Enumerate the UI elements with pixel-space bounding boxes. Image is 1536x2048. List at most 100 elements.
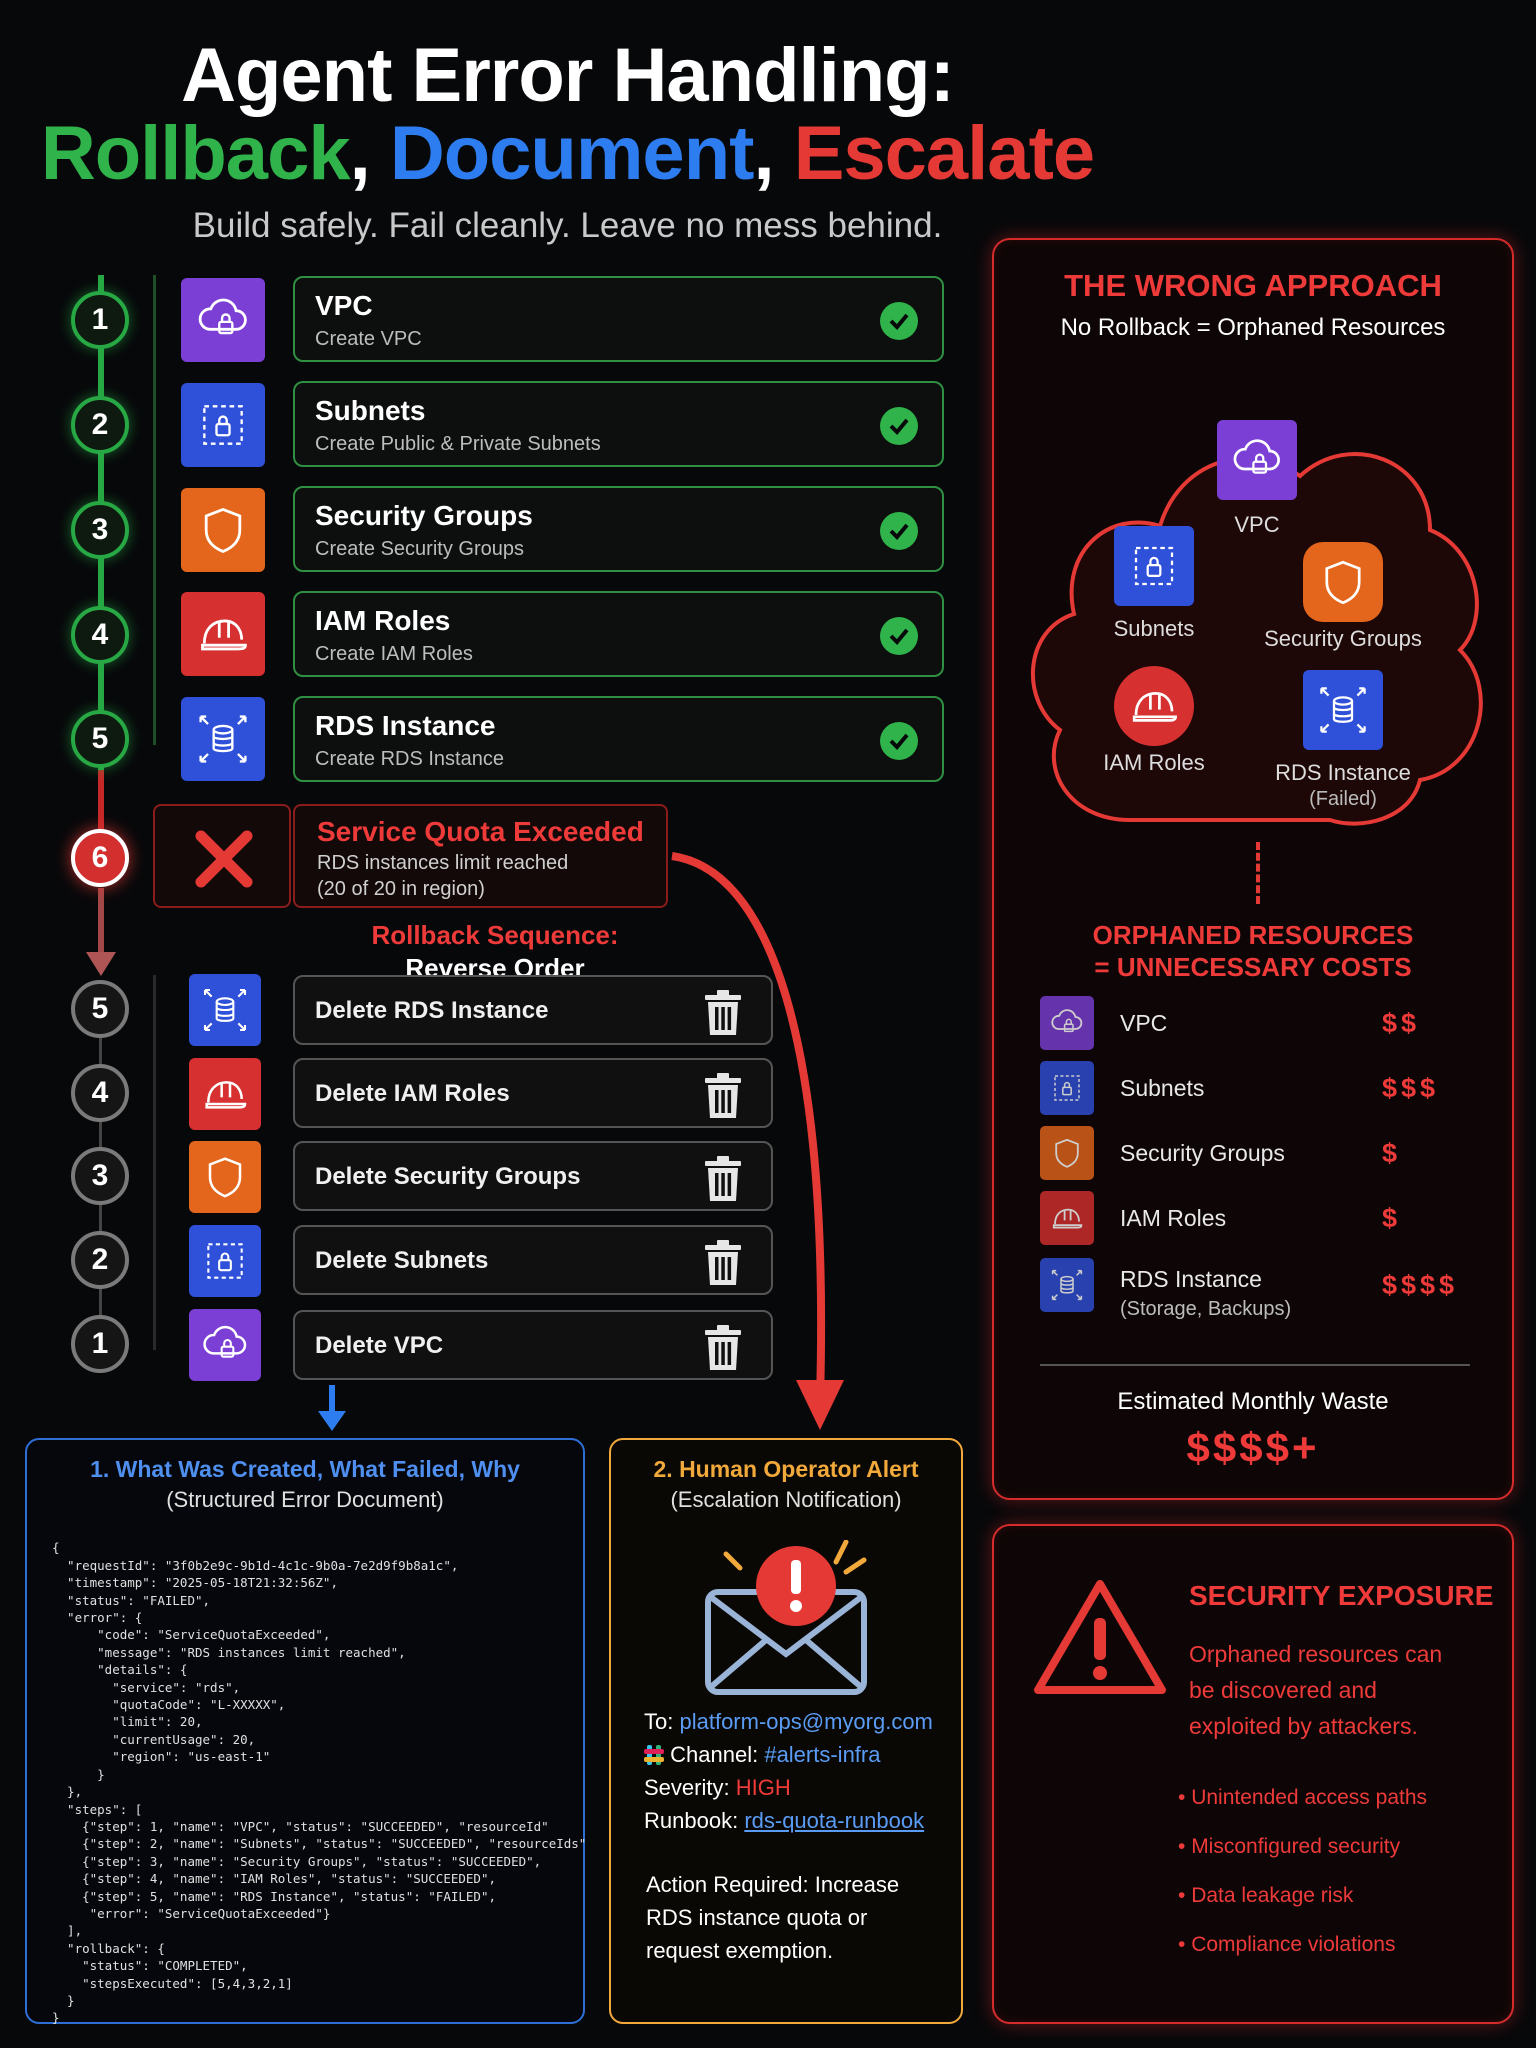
escalation-arrow [671,852,844,1430]
document-subtitle: (Structured Error Document) [166,1487,444,1512]
rollback-delete-subnets: Delete Subnets [293,1225,773,1295]
alert-email-link[interactable]: platform-ops@myorg.com [679,1709,933,1734]
alert-action-required: Action Required: Increase RDS instance q… [646,1872,900,1963]
failure-icon-box [153,804,291,908]
orphan-row-subnets: Subnets $$$ [1040,1061,1480,1117]
hard-hat-icon [181,592,265,676]
security-exposure-panel [992,1524,1514,2024]
alert-subtitle: (Escalation Notification) [670,1487,902,1512]
check-icon [880,407,918,445]
wrong-approach-subtitle: No Rollback = Orphaned Resources [1060,314,1446,341]
step-card-vpc: VPC Create VPC [293,276,944,362]
step-card-rds-instance: RDS Instance Create RDS Instance [293,696,944,782]
security-title: SECURITY EXPOSURE [1189,1580,1494,1611]
document-down-arrow-icon [318,1385,346,1431]
timeline-line-rollback [98,888,104,960]
envelope-alert-icon [705,1540,867,1695]
cloud-iam-icon [1114,666,1194,746]
security-description: Orphaned resources can be discovered and… [1189,1641,1443,1739]
trash-icon [703,1155,743,1203]
hard-hat-icon [189,1058,261,1130]
trash-icon [703,989,743,1037]
step-card-iam-roles: IAM Roles Create IAM Roles [293,591,944,677]
warning-triangle-icon [1034,1580,1166,1694]
operator-alert-panel [609,1438,963,2024]
subnet-lock-icon [181,383,265,467]
error-x-icon [195,830,253,888]
subnet-icon [1040,1061,1094,1115]
step-number-6-failed: 6 [71,829,129,887]
alert-severity: Severity: HIGH [644,1775,791,1800]
page-title: Agent Error Handling: [181,33,955,118]
trash-icon [703,1239,743,1287]
step-number-5: 5 [71,710,129,768]
check-icon [880,617,918,655]
step-card-security-groups: Security Groups Create Security Groups [293,486,944,572]
database-icon [189,974,261,1046]
orphan-row-security-groups: Security Groups $ [1040,1126,1480,1182]
rollback-delete-iam: Delete IAM Roles [293,1058,773,1128]
error-document-panel [25,1438,585,2024]
step-number-3: 3 [71,501,129,559]
alert-title: 2. Human Operator Alert [653,1456,919,1482]
check-icon [880,512,918,550]
hard-hat-icon [1040,1191,1094,1245]
cloud-subnets-icon [1114,526,1194,606]
rollback-delete-security-groups: Delete Security Groups [293,1141,773,1211]
waste-label: Estimated Monthly Waste [1117,1388,1389,1415]
subnet-lock-icon [189,1225,261,1297]
waste-value: $$$$+ [1186,1424,1320,1471]
shield-icon [1040,1126,1094,1180]
page-title-subline: Rollback, Document, Escalate [40,111,1095,196]
vpc-icon [1040,996,1094,1050]
trash-icon [703,1324,743,1372]
page-subtitle: Build safely. Fail cleanly. Leave no mes… [192,206,943,245]
dashed-connector [1256,842,1260,904]
rollback-rail [153,975,156,1350]
orphan-title-line1: ORPHANED RESOURCES [1092,920,1414,950]
orphan-row-rds: RDS Instance (Storage, Backups) $$$$ [1040,1258,1480,1320]
rollback-number-5: 5 [71,980,129,1038]
check-icon [880,302,918,340]
title-rollback: Rollback [40,111,351,196]
security-bullet-3: • Data leakage risk [1178,1884,1354,1907]
timeline-line-failure [98,770,104,858]
rollback-delete-rds: Delete RDS Instance [293,975,773,1045]
rollback-number-3: 3 [71,1147,129,1205]
step-number-1: 1 [71,291,129,349]
runbook-link[interactable]: rds-quota-runbook [744,1808,925,1833]
shield-icon [189,1141,261,1213]
vpc-cloud-lock-icon [189,1309,261,1381]
alert-channel-link[interactable]: #alerts-infra [764,1742,881,1767]
failure-card: Service Quota Exceeded RDS instances lim… [293,804,668,908]
document-title: 1. What Was Created, What Failed, Why [90,1456,520,1482]
rollback-number-1: 1 [71,1315,129,1373]
error-json-code: { "requestId": "3f0b2e9c-9b1d-4c1c-9b0a-… [52,1540,587,2026]
rollback-heading: Rollback Sequence: [371,920,619,950]
rollback-down-arrow-icon [86,952,116,976]
rollback-number-4: 4 [71,1064,129,1122]
wrong-approach-title: THE WRONG APPROACH [1064,268,1442,303]
vpc-cloud-lock-icon [181,278,265,362]
title-document: Document [389,111,755,196]
rollback-delete-vpc: Delete VPC [293,1310,773,1380]
orphan-row-iam-roles: IAM Roles $ [1040,1191,1480,1247]
orphan-title-line2: = UNNECESSARY COSTS [1094,952,1412,982]
security-bullet-2: • Misconfigured security [1178,1835,1401,1858]
shield-icon [181,488,265,572]
slack-icon [644,1745,664,1765]
database-icon [181,697,265,781]
orphan-row-vpc: VPC $$ [1040,996,1480,1052]
divider [1040,1364,1470,1366]
alert-runbook: Runbook: rds-quota-runbook [644,1808,925,1833]
security-bullet-4: • Compliance violations [1178,1933,1396,1956]
rollback-number-2: 2 [71,1231,129,1289]
cloud-security-groups-icon [1303,542,1383,622]
step-card-subnets: Subnets Create Public & Private Subnets [293,381,944,467]
alert-channel: Channel: #alerts-infra [644,1742,880,1768]
cloud-rds-icon [1303,670,1383,750]
step-number-2: 2 [71,396,129,454]
timeline-rail [153,275,156,745]
database-icon [1040,1258,1094,1312]
security-bullet-1: • Unintended access paths [1178,1786,1428,1809]
